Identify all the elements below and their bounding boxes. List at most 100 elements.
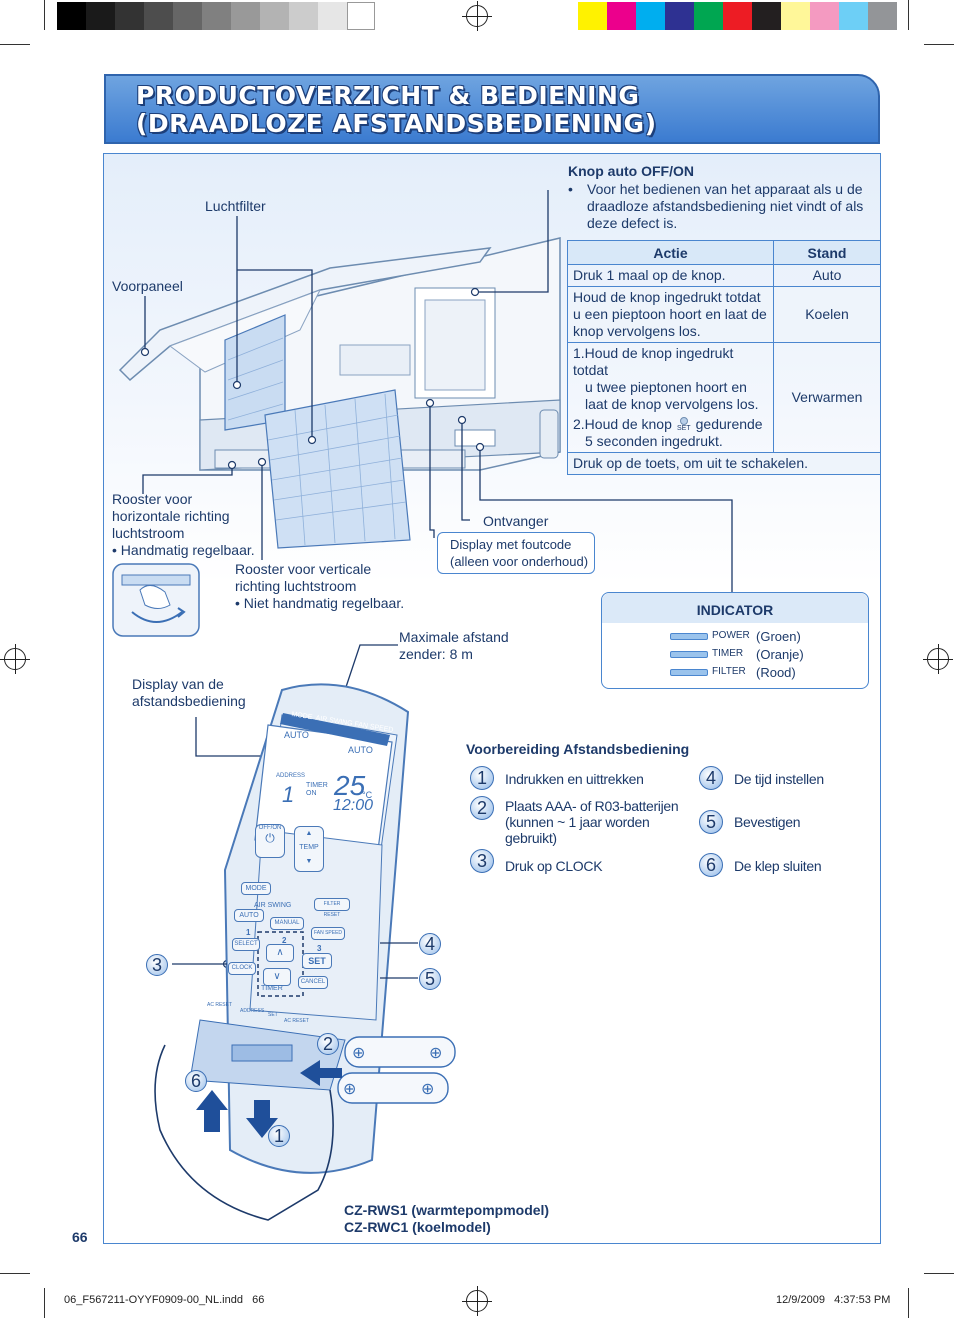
cell-actie: Druk 1 maal op de knop. [567, 264, 774, 287]
step-text: Bevestigen [734, 814, 801, 830]
label-line: Rooster voor verticale [235, 561, 372, 577]
label-ontvanger: Ontvanger [483, 513, 549, 529]
step-number: 2 [470, 796, 494, 820]
swatch [810, 2, 839, 30]
label-line: Maximale afstand [399, 629, 509, 645]
swatch [868, 2, 897, 30]
model-line: CZ-RWS1 (warmtepompmodel) [344, 1202, 550, 1218]
crop-mark [924, 44, 954, 45]
step-number: 5 [699, 810, 723, 834]
set-button-icon: SET [676, 417, 692, 433]
swatch [578, 2, 607, 30]
marker-6: 6 [185, 1070, 207, 1092]
step-number: 6 [699, 853, 723, 877]
title-banner: PRODUCTOVERZICHT & BEDIENING (DRAADLOZE … [104, 74, 880, 144]
content-frame [103, 153, 881, 1244]
steps-title: Voorbereiding Afstandsbediening [466, 741, 690, 757]
label-line: zender: 8 m [399, 646, 473, 662]
step-number: 3 [470, 849, 494, 873]
cell-line: u twee pieptonen hoort en [585, 379, 747, 395]
step-text: De klep sluiten [734, 858, 822, 874]
timer-label: TIMER [712, 648, 744, 659]
page-title: PRODUCTOVERZICHT & BEDIENING (DRAADLOZE … [136, 82, 657, 138]
label-line: Rooster voor [112, 491, 193, 507]
battery-illustration: ⊕ ⊕ ⊕ ⊕ [337, 1036, 456, 1104]
label-display-foutcode: Display met foutcode (alleen voor onderh… [437, 532, 595, 574]
label-line: afstandsbediening [132, 693, 246, 709]
marker-5: 5 [419, 968, 441, 990]
marker-1: 1 [268, 1125, 290, 1147]
svg-text:⊕: ⊕ [429, 1043, 442, 1062]
step-number: 4 [699, 766, 723, 790]
hand-adjust-icon [112, 563, 200, 637]
table-row: Druk op de toets, om uit te schakelen. [567, 452, 881, 476]
cell-actie: Druk op de toets, om uit te schakelen. [567, 452, 881, 476]
registration-mark [462, 1286, 492, 1316]
footer-date: 12/9/2009 4:37:53 PM [776, 1294, 891, 1306]
label-rooster-horizontaal: Rooster voor horizontale richting luchts… [112, 491, 255, 559]
step-line: Plaats AAA- of R03-batterijen [505, 798, 679, 814]
swatch [86, 2, 115, 30]
cell-actie: Houd de knop ingedrukt totdat u een piep… [567, 286, 774, 343]
power-lamp [670, 633, 708, 640]
filter-color: (Rood) [756, 665, 796, 680]
swatch [665, 2, 694, 30]
step-text: Plaats AAA- of R03-batterijen (kunnen ~ … [505, 798, 679, 846]
swatch [318, 2, 347, 30]
footer-file: 06_F567211-OYYF0909-00_NL.indd 66 [64, 1294, 265, 1306]
cell-stand: Verwarmen [773, 341, 881, 454]
label-line: Display van de [132, 676, 224, 692]
swatch [694, 2, 723, 30]
crop-mark [44, 0, 45, 30]
swatch [260, 2, 289, 30]
label-line: • Handmatig regelbaar. [112, 542, 255, 558]
cell-text: gedurende [695, 416, 763, 432]
insert-arrow-icon [300, 1060, 342, 1086]
auto-button-table: Actie Stand Druk 1 maal op de knop. Auto… [567, 240, 881, 476]
swatch [173, 2, 202, 30]
swatch [202, 2, 231, 30]
swatch [607, 2, 636, 30]
desc-line: Voor het bedienen van het apparaat als u… [587, 181, 863, 197]
cell-line: u een pieptoon hoort en laat de [573, 306, 767, 322]
label-line: luchtstroom [112, 525, 185, 541]
hand-outline [154, 1044, 334, 1221]
step-number: 1 [470, 766, 494, 790]
swatch [752, 2, 781, 30]
auto-button-description: Voor het bedienen van het apparaat als u… [587, 181, 863, 232]
col-stand: Stand [773, 240, 881, 265]
set-label: SET [676, 425, 691, 433]
swatch [347, 2, 375, 30]
crop-mark [908, 1288, 909, 1318]
label-rooster-verticaal: Rooster voor verticale richting luchtstr… [235, 561, 404, 612]
page-number: 66 [72, 1229, 88, 1245]
cell-line: laat de knop vervolgens los. [585, 396, 759, 412]
auto-button-title: Knop auto OFF/ON [568, 163, 694, 179]
swatch [723, 2, 752, 30]
swatch [57, 2, 86, 30]
label-line: richting luchtstroom [235, 578, 357, 594]
crop-mark [0, 44, 30, 45]
crop-mark [44, 1288, 45, 1318]
crop-mark [0, 1273, 30, 1274]
registration-mark [462, 1, 492, 31]
swatch [839, 2, 868, 30]
registration-mark [923, 644, 953, 674]
label-luchtfilter: Luchtfilter [205, 198, 266, 214]
swatch [289, 2, 318, 30]
cell-line: knop vervolgens los. [573, 323, 701, 339]
desc-line: deze defect is. [587, 215, 678, 231]
table-row: 1.Houd de knop ingedrukt totdat u twee p… [567, 341, 881, 454]
filter-label: FILTER [712, 666, 746, 677]
page-title-line-2: (DRAADLOZE AFSTANDSBEDIENING) [136, 109, 657, 138]
cell-stand: Auto [773, 264, 881, 287]
callout-lines [142, 190, 733, 757]
filter-lamp [670, 669, 708, 676]
power-color: (Groen) [756, 629, 801, 644]
front-panel-illustration [118, 247, 492, 382]
marker-2: 2 [317, 1033, 339, 1055]
cell-line: 2.Houd de knop SET gedurende [573, 416, 768, 433]
step-text: Indrukken en uittrekken [505, 771, 644, 787]
crop-mark [908, 0, 909, 30]
timer-lamp [670, 651, 708, 658]
